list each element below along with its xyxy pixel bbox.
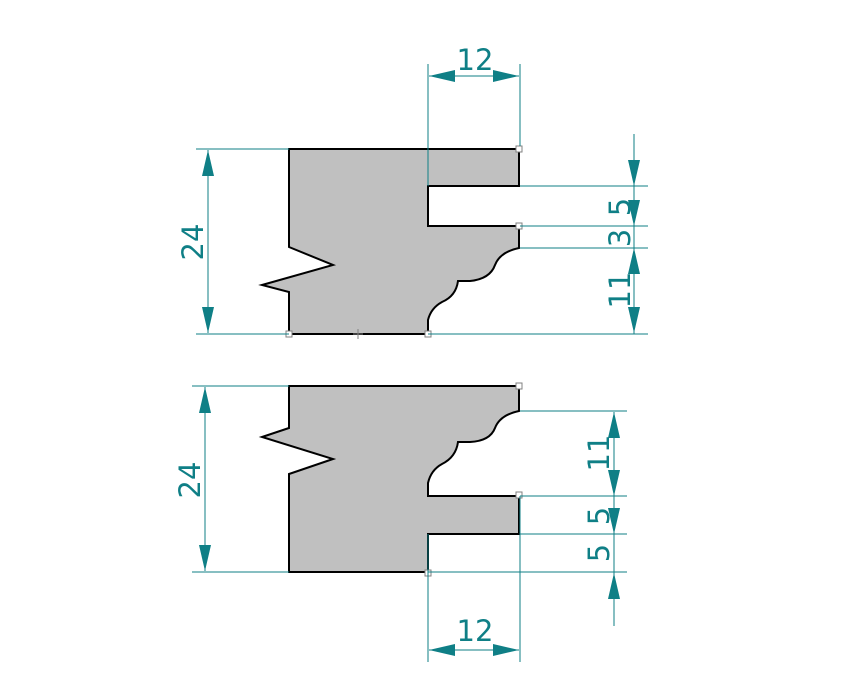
arrowhead [628, 200, 640, 226]
snap-point [515, 382, 523, 390]
dimension-label: 24 [176, 224, 210, 261]
dimension-label: 5 [603, 198, 637, 216]
arrowhead [429, 644, 455, 656]
snap-point [515, 491, 523, 499]
dimension-upper-width[interactable]: 12 [427, 43, 521, 186]
lower-profile: 24 11 5 5 12 [173, 382, 627, 662]
arrowhead [608, 508, 620, 534]
dimension-label: 24 [173, 462, 207, 499]
arrowhead [493, 70, 519, 82]
arrowhead [202, 150, 214, 176]
arrowhead [608, 412, 620, 438]
dimension-label: 5 [582, 544, 616, 562]
origin-marker [353, 329, 363, 339]
dimension-label: 11 [603, 272, 637, 309]
arrowhead [608, 470, 620, 496]
arrowhead [202, 307, 214, 333]
arrowhead [628, 307, 640, 333]
arrowhead [608, 573, 620, 599]
arrowhead [493, 644, 519, 656]
lower-profile-shape[interactable] [258, 385, 520, 573]
snap-point [515, 145, 523, 153]
upper-profile: 12 24 5 3 11 [176, 43, 648, 339]
dimension-label: 12 [457, 614, 494, 648]
arrowhead [628, 160, 640, 186]
dimension-label: 11 [582, 435, 616, 472]
dimension-label: 3 [603, 229, 637, 247]
dimension-label: 5 [582, 507, 616, 525]
dimension-lower-chain[interactable]: 11 5 5 [428, 410, 627, 626]
dimension-lower-width[interactable]: 12 [427, 496, 521, 662]
arrowhead [199, 387, 211, 413]
upper-profile-shape[interactable] [258, 148, 520, 335]
dimension-upper-chain[interactable]: 5 3 11 [428, 134, 648, 335]
dimension-lower-height[interactable]: 24 [173, 385, 289, 573]
arrowhead [628, 248, 640, 274]
arrowhead [429, 70, 455, 82]
arrowhead [199, 545, 211, 571]
dimension-upper-height[interactable]: 24 [176, 148, 289, 335]
dimension-label: 12 [457, 43, 494, 77]
